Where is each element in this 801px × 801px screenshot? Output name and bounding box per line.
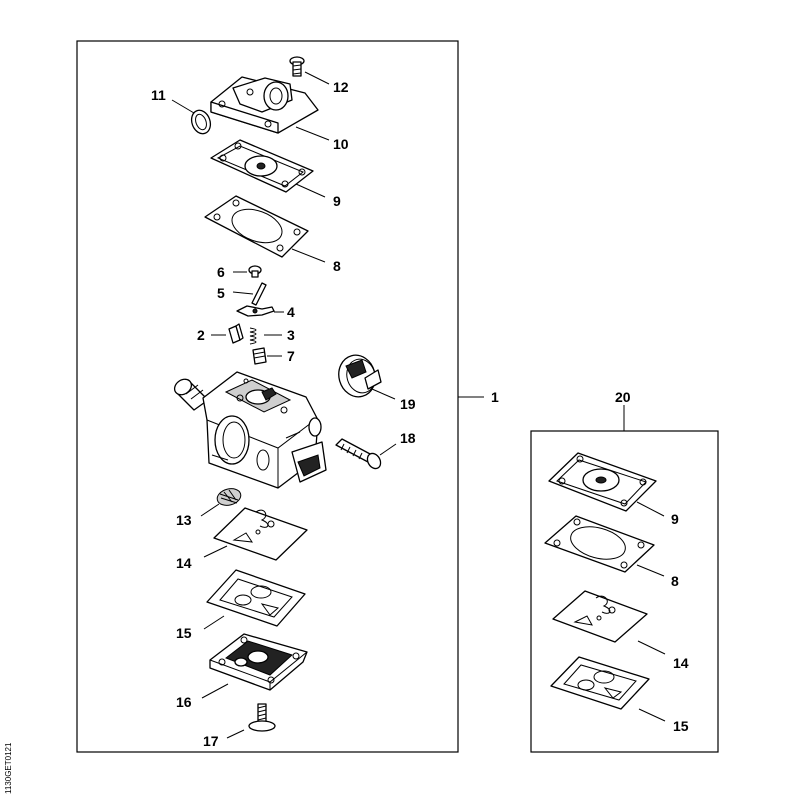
kit-metering-diaphragm-part — [552, 590, 648, 643]
callout-17: 17 — [203, 733, 219, 749]
callout-16: 16 — [176, 694, 192, 710]
callout-15: 15 — [176, 625, 192, 641]
o-ring-part — [190, 109, 212, 135]
callout-13: 13 — [176, 512, 192, 528]
callout-8: 8 — [333, 258, 341, 274]
pin-part — [251, 282, 267, 306]
leader-10 — [295, 126, 330, 141]
inlet-needle-part — [228, 323, 244, 344]
screw-17-part — [248, 703, 276, 732]
screw-6-part — [248, 265, 262, 278]
end-cover-part — [209, 633, 308, 691]
pump-diaphragm-part — [210, 139, 314, 193]
callout-kit-15: 15 — [673, 718, 689, 734]
leader-5 — [232, 291, 254, 295]
callout-5: 5 — [217, 285, 225, 301]
kit-label: 20 — [615, 389, 631, 405]
leader-16 — [201, 683, 229, 699]
leader-11 — [171, 99, 195, 114]
assembly-label: 1 — [491, 389, 499, 405]
gasket-8-part — [204, 195, 309, 258]
metering-diaphragm-part — [213, 507, 308, 561]
screen-part — [216, 488, 242, 506]
spring-part — [249, 327, 257, 345]
leader-15 — [203, 615, 225, 630]
lever-part — [236, 305, 275, 317]
gasket-15-part — [206, 569, 306, 627]
kit-gasket-8-part — [544, 515, 655, 573]
kit-gasket-15-part — [550, 656, 650, 710]
callout-9: 9 — [333, 193, 341, 209]
leader-kit-14 — [637, 640, 666, 655]
adjusting-screw-part — [335, 438, 382, 470]
callout-kit-8: 8 — [671, 573, 679, 589]
leader-12 — [304, 71, 330, 85]
pump-cover-part — [210, 76, 319, 134]
callout-3: 3 — [287, 327, 295, 343]
leader-8 — [291, 248, 326, 263]
leader-14 — [203, 545, 228, 558]
callout-19: 19 — [400, 396, 416, 412]
callout-7: 7 — [287, 348, 295, 364]
screw-12-part — [289, 56, 305, 77]
kit-pump-diaphragm-part — [548, 452, 657, 512]
leader-13 — [200, 503, 220, 517]
callout-12: 12 — [333, 79, 349, 95]
callout-kit-14: 14 — [673, 655, 689, 671]
callout-10: 10 — [333, 136, 349, 152]
callout-6: 6 — [217, 264, 225, 280]
nut-part — [252, 347, 267, 365]
leader-9 — [295, 183, 326, 198]
callout-14: 14 — [176, 555, 192, 571]
leader-17 — [226, 729, 245, 739]
leader-kit-15 — [638, 708, 666, 722]
callout-4: 4 — [287, 304, 295, 320]
callout-18: 18 — [400, 430, 416, 446]
leader-18 — [379, 443, 397, 456]
leader-19 — [371, 388, 396, 400]
callout-2: 2 — [197, 327, 205, 343]
callout-kit-9: 9 — [671, 511, 679, 527]
callout-11: 11 — [151, 87, 166, 103]
drawing-code: 1130GET0121 — [4, 742, 13, 794]
choke-shutter-part — [338, 354, 382, 398]
leader-kit-8 — [636, 564, 665, 577]
leader-kit-9 — [636, 501, 665, 517]
carburetor-body-part — [173, 371, 327, 489]
